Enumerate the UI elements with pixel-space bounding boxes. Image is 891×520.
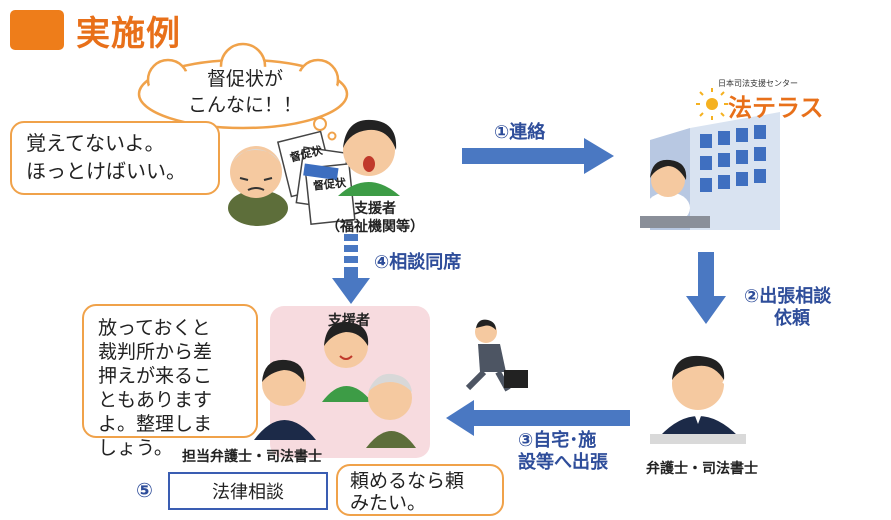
lawyer-phone-icon	[650, 355, 746, 444]
step-1-label: ①連絡	[494, 122, 546, 143]
step-3-label-line2: 設等へ出張	[518, 452, 608, 473]
lawyer-line-4: ともあります	[98, 389, 213, 411]
elderly-man-icon	[228, 146, 288, 226]
arrow-3	[446, 400, 630, 436]
lawyer-line-1: 放っておくと	[98, 317, 211, 339]
lawyer-line-3: 押えが来るこ	[98, 365, 213, 387]
arrow-2	[686, 252, 726, 324]
consultation-group-icon	[254, 306, 430, 458]
elder-line-1: 覚えてないよ。	[26, 131, 165, 155]
page-title: 実施例	[76, 14, 181, 54]
legal-consultation-box: 法律相談	[168, 472, 328, 510]
elder-speech-bubble: 覚えてないよ。 ほっとけばいい。	[10, 121, 220, 195]
step-2-label-line1: ②出張相談	[744, 286, 832, 307]
supporter-label: 支援者	[354, 201, 396, 217]
running-lawyer-icon	[465, 319, 528, 392]
lawyer-line-5: よ。整理しま	[98, 413, 213, 435]
logo-org-main: 法テラス	[728, 94, 824, 122]
lawyer-line-6: しょう。	[98, 437, 173, 459]
logo-org-small: 日本司法支援センター	[718, 79, 798, 88]
cloud-line-1: 督促状が	[206, 68, 283, 90]
assigned-lawyer-label: 担当弁護士・司法書士	[182, 449, 322, 465]
supporter-sub-label: （福祉機関等）	[326, 219, 424, 235]
lawyer-speech-bubble: 放っておくと 裁判所から差 押えが来るこ ともあります よ。整理しま しょう。	[82, 304, 258, 459]
cloud-line-2: こんなに！！	[187, 94, 302, 116]
thought-cloud	[137, 42, 349, 141]
elder-line-2: ほっとけばいい。	[26, 159, 186, 183]
supporter2-label: 支援者	[328, 313, 370, 329]
client-line-1: 頼めるなら頼	[350, 470, 465, 492]
step-5-number: ⑤	[136, 478, 153, 502]
houterasu-building-icon	[640, 112, 780, 230]
arrow-1	[462, 138, 614, 174]
arrow-4	[332, 234, 370, 304]
lawyer-label: 弁護士・司法書士	[646, 461, 758, 477]
title-square-icon	[10, 10, 64, 50]
lawyer-line-2: 裁判所から差	[98, 341, 213, 363]
client-speech-bubble: 頼めるなら頼 みたい。	[336, 464, 504, 516]
cloud-bubble-text: 督促状が こんなに！！	[150, 66, 340, 118]
step-3-label-line1: ③自宅･施	[518, 430, 597, 451]
doc-label-3: 督促状	[312, 175, 347, 192]
step-4-label: ④相談同席	[374, 252, 462, 273]
step-2-label-line2: 依頼	[774, 308, 810, 329]
sun-logo-icon	[696, 88, 728, 120]
supporter-woman-icon	[338, 119, 400, 196]
client-line-2: みたい。	[350, 492, 427, 514]
documents-icon: 督促状 請求書 督促状	[276, 130, 356, 225]
